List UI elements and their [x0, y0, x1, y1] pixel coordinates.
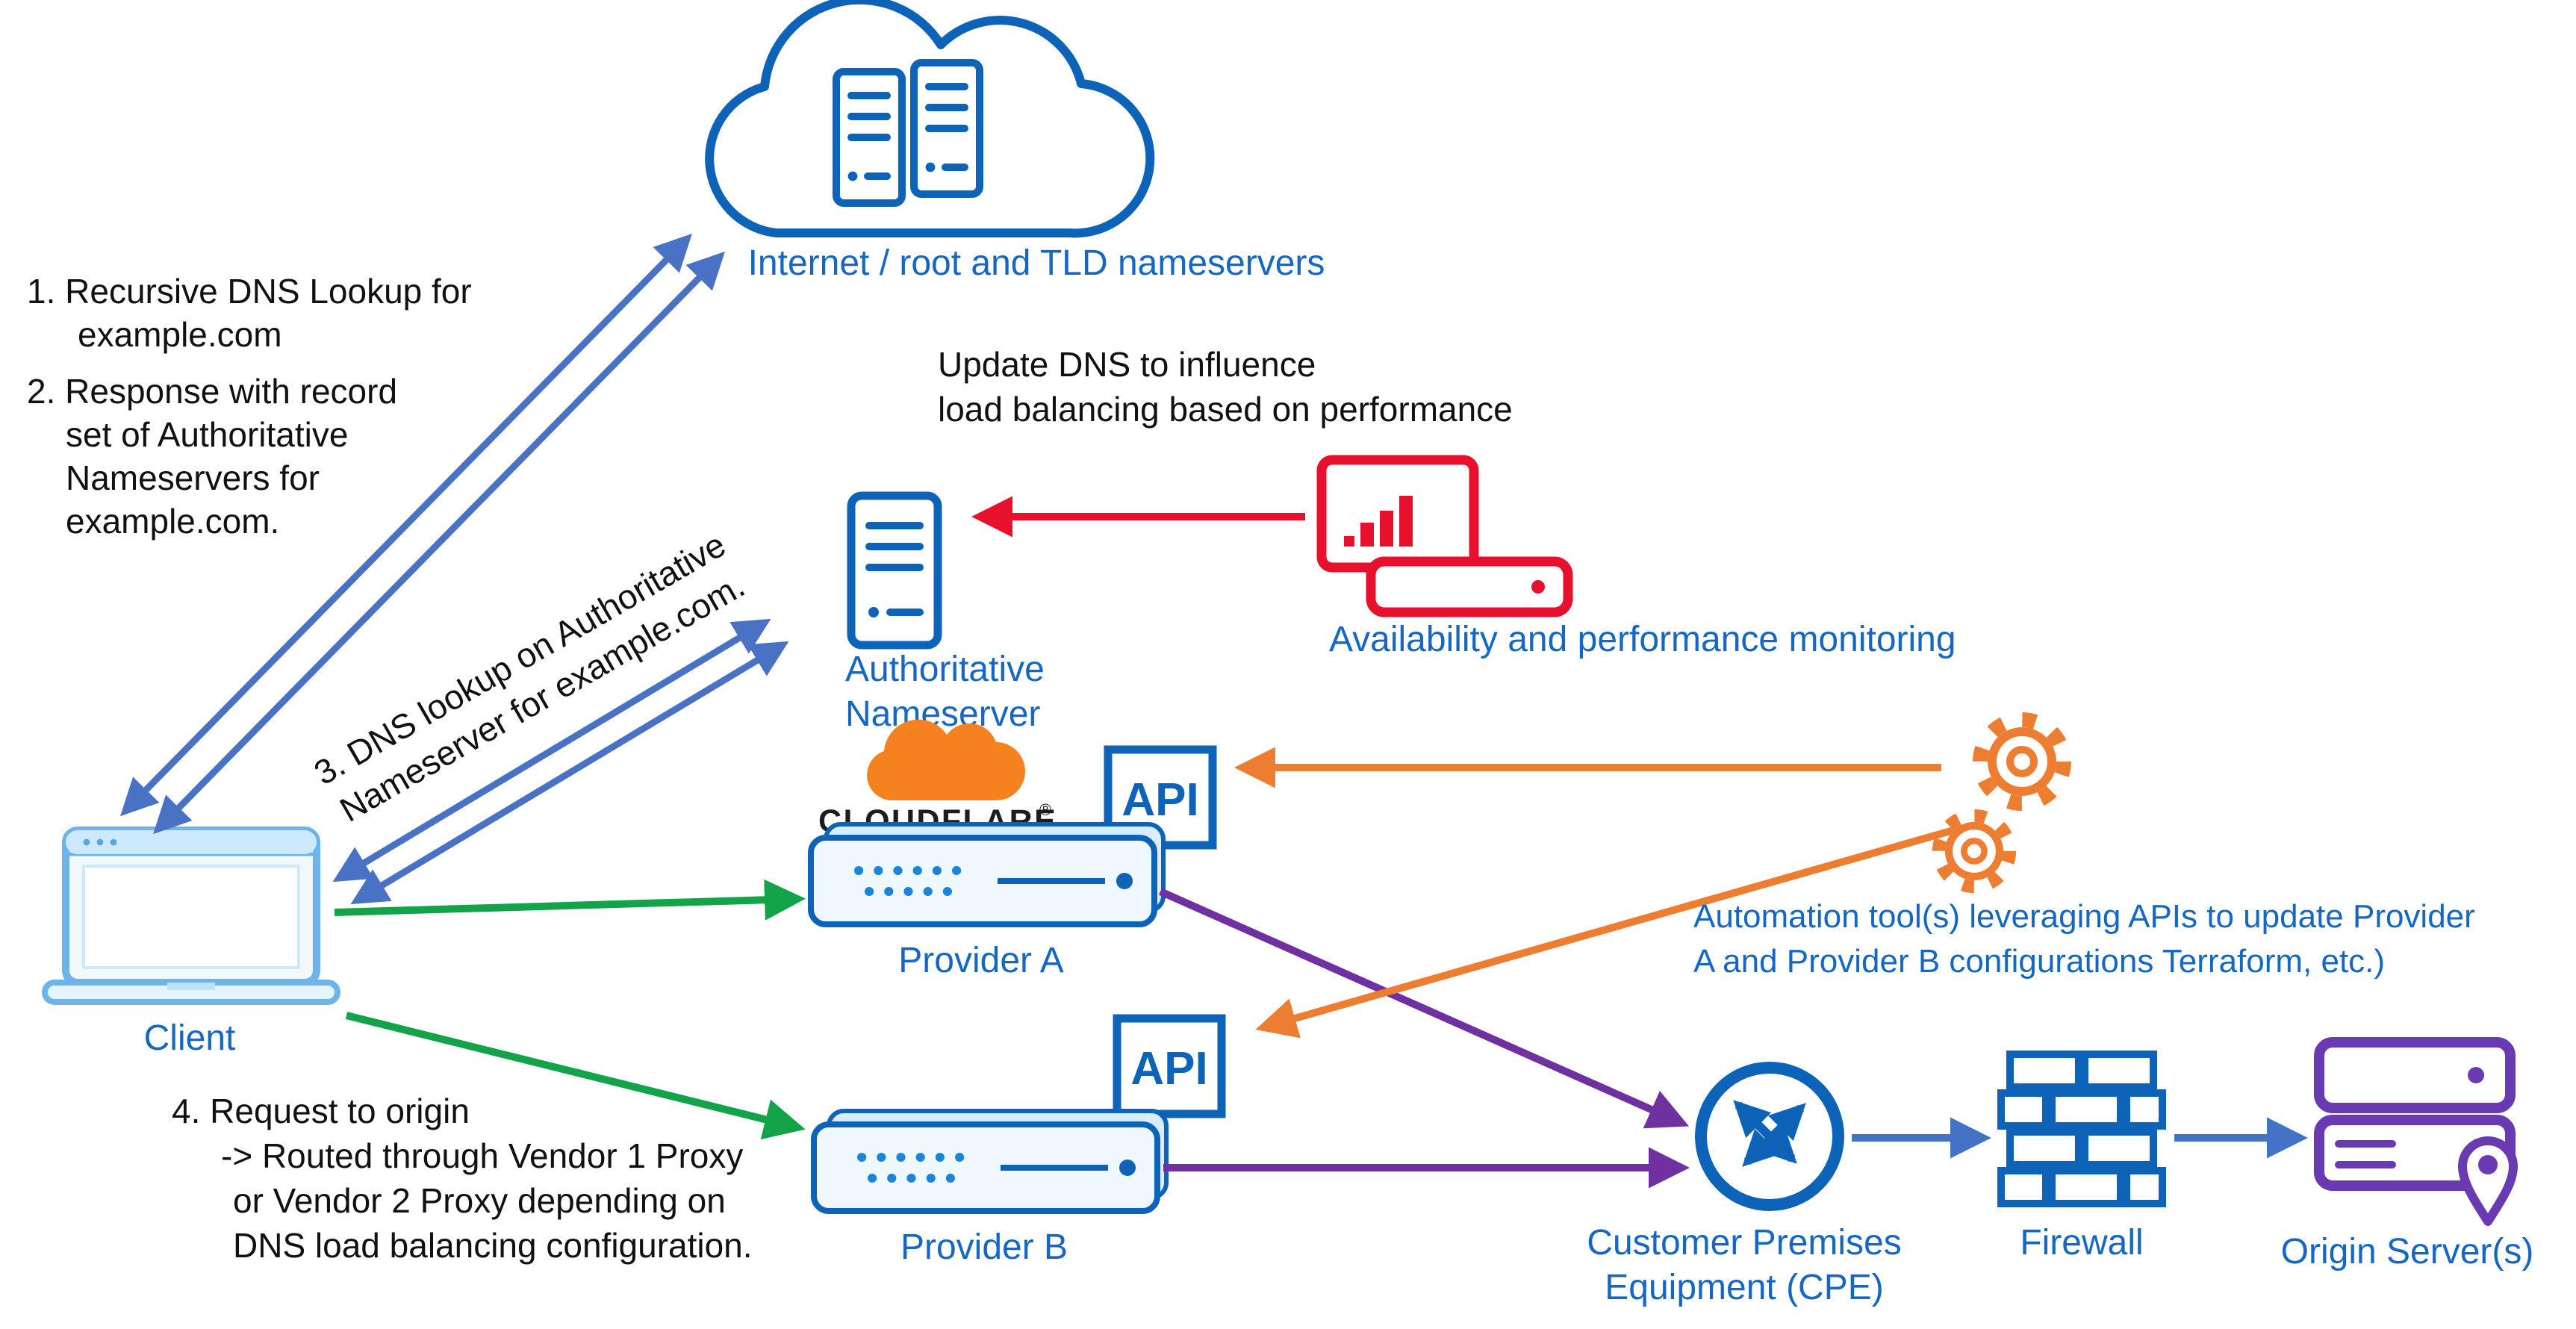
note-step4-line: -> Routed through Vendor 1 Proxy [221, 1136, 743, 1175]
client-laptop-icon [42, 827, 340, 1005]
internet-label: Internet / root and TLD nameservers [748, 243, 1325, 283]
authoritative-nameserver-label: Authoritative [845, 650, 1045, 689]
note-update-dns-line: Update DNS to influence [938, 345, 1316, 384]
arrow-recursive-dns-response [153, 251, 725, 835]
note-step1-line: 1. Recursive DNS Lookup for [27, 272, 472, 311]
gear-icon [1973, 712, 2071, 811]
cpe-router-icon [1695, 1062, 1844, 1211]
monitoring-label: Availability and performance monitoring [1329, 620, 1956, 659]
rack-icon [833, 68, 906, 207]
client-label: Client [144, 1018, 236, 1058]
arrow-authoritative-response [350, 641, 789, 905]
note-step2: 2. Response with record set of Authorita… [27, 372, 397, 541]
arrow-client-provider-a [334, 879, 806, 921]
note-step4-line: DNS load balancing configuration. [233, 1226, 753, 1265]
origin-servers-icon [2314, 1037, 2518, 1226]
note-automation-line: Automation tool(s) leveraging APIs to up… [1693, 898, 2475, 935]
api-badge-label: API [1121, 774, 1198, 826]
note-step4-line: or Vendor 2 Proxy depending on [233, 1181, 726, 1220]
cloudflare-registered-mark: ® [1039, 800, 1051, 819]
gear-icon [1932, 809, 2017, 894]
automation-gears-icon [1932, 712, 2071, 894]
provider-b-label: Provider B [900, 1227, 1068, 1267]
api-badge-label: API [1130, 1043, 1207, 1095]
firewall-icon [1997, 1051, 2166, 1207]
api-badge-provider-b: API [1113, 1014, 1226, 1118]
cpe-label: Equipment (CPE) [1605, 1268, 1883, 1307]
note-step4: 4. Request to origin -> Routed through V… [172, 1092, 753, 1265]
note-step1-line: example.com [78, 315, 282, 354]
cpe-label: Customer Premises [1587, 1223, 1901, 1263]
note-update-dns-line: load balancing based on performance [938, 390, 1513, 429]
authoritative-nameserver-icon [847, 491, 942, 650]
internet-cloud-icon [705, 0, 1155, 238]
provider-a-label: Provider A [898, 941, 1063, 980]
authoritative-nameserver-label: Nameserver [845, 694, 1040, 734]
firewall-label: Firewall [2020, 1223, 2143, 1263]
note-step1: 1. Recursive DNS Lookup for example.com [27, 272, 472, 354]
arrow-client-provider-b [345, 1012, 806, 1140]
provider-a-server-icon [808, 822, 1166, 927]
note-step2-line: Nameservers for [66, 458, 320, 497]
note-step2-line: set of Authoritative [66, 415, 348, 454]
rack-icon [910, 59, 983, 198]
location-pin-icon [2458, 1136, 2518, 1226]
note-update-dns: Update DNS to influence load balancing b… [938, 345, 1513, 429]
note-step3: 3. DNS lookup on Authoritative Nameserve… [308, 525, 751, 830]
arrow-provider-a-cpe [1158, 888, 1690, 1129]
note-step2-line: example.com. [66, 502, 279, 541]
provider-b-server-icon [811, 1109, 1169, 1214]
arrow-automation-api-b [1255, 827, 1955, 1039]
note-automation: Automation tool(s) leveraging APIs to up… [1693, 898, 2475, 980]
note-automation-line: A and Provider B configurations Terrafor… [1693, 943, 2385, 980]
origin-label: Origin Server(s) [2281, 1232, 2534, 1272]
monitoring-icon [1316, 455, 1573, 617]
note-step4-line: 4. Request to origin [172, 1092, 470, 1130]
cloudflare-logo: CLOUDFLARE ® [818, 719, 1056, 839]
note-step2-line: 2. Response with record [27, 372, 397, 411]
